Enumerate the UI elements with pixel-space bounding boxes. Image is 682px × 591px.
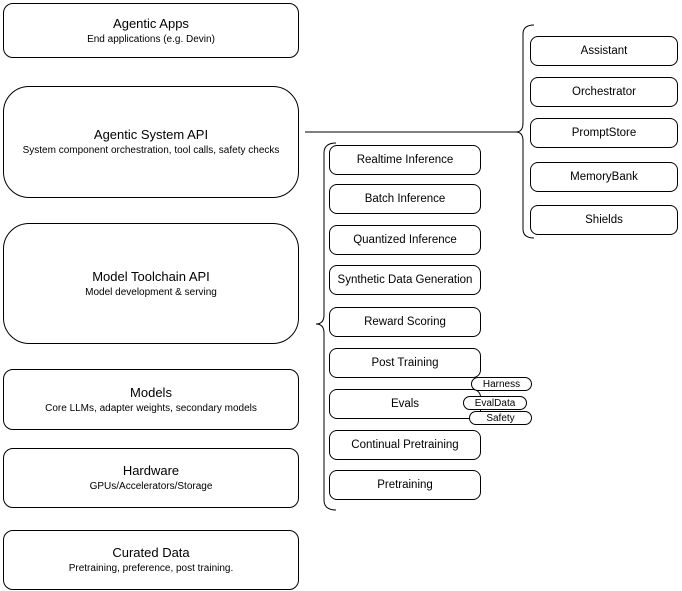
node-subtitle: Core LLMs, adapter weights, secondary mo… (45, 402, 257, 414)
node-subtitle: Pretraining, preference, post training. (68, 563, 234, 574)
badge-evaldata: EvalData (463, 396, 527, 410)
node-pretraining: Pretraining (329, 470, 481, 500)
node-model-toolchain-api: Model Toolchain API Model development & … (3, 223, 299, 344)
node-batch-inference: Batch Inference (329, 184, 481, 214)
node-memorybank: MemoryBank (530, 162, 678, 192)
node-title: Model Toolchain API (92, 268, 210, 284)
node-title: Curated Data (112, 545, 190, 560)
node-title: Agentic System API (93, 127, 209, 142)
node-title: Hardware (122, 463, 180, 478)
node-realtime-inference: Realtime Inference (329, 145, 481, 175)
node-quantized-inference: Quantized Inference (329, 225, 481, 255)
node-subtitle: GPUs/Accelerators/Storage (89, 481, 213, 492)
node-reward-scoring: Reward Scoring (329, 307, 481, 337)
node-synthetic-data-generation: Synthetic Data Generation (329, 265, 481, 295)
node-hardware: Hardware GPUs/Accelerators/Storage (3, 448, 299, 508)
node-continual-pretraining: Continual Pretraining (329, 430, 481, 460)
node-subtitle: Model development & serving (85, 286, 217, 298)
node-models: Models Core LLMs, adapter weights, secon… (3, 369, 299, 430)
node-assistant: Assistant (530, 36, 678, 66)
node-title: Models (130, 384, 172, 400)
badge-safety: Safety (469, 411, 532, 425)
node-evals: Evals (329, 389, 481, 419)
node-post-training: Post Training (329, 348, 481, 378)
node-shields: Shields (530, 205, 678, 235)
node-promptstore: PromptStore (530, 118, 678, 148)
node-orchestrator: Orchestrator (530, 77, 678, 107)
node-agentic-apps: Agentic Apps End applications (e.g. Devi… (3, 3, 299, 58)
node-subtitle: End applications (e.g. Devin) (87, 33, 215, 45)
node-title: Agentic Apps (113, 15, 189, 31)
node-agentic-system-api: Agentic System API System component orch… (3, 86, 299, 198)
node-curated-data: Curated Data Pretraining, preference, po… (3, 530, 299, 590)
node-subtitle: System component orchestration, tool cal… (22, 145, 280, 156)
badge-harness: Harness (471, 377, 532, 391)
